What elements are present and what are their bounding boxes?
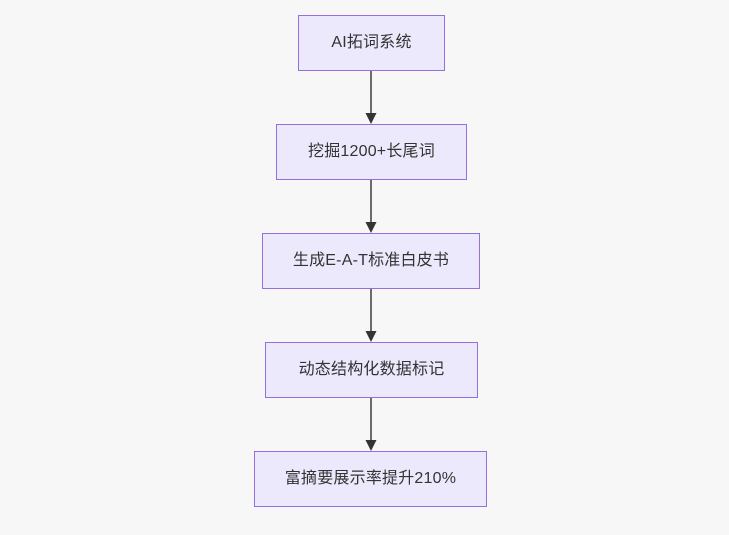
node-label: 动态结构化数据标记 [298,361,445,379]
edge-n1-n2 [365,71,377,124]
arrowhead-icon [365,113,377,124]
node-label: 生成E-A-T标准白皮书 [292,252,450,270]
arrowhead-icon [365,222,377,233]
edge-n2-n3 [365,180,377,233]
flowchart-node-longtail-keywords[interactable]: 挖掘1200+长尾词 [276,124,467,180]
node-label: AI拓词系统 [331,34,412,52]
flowchart-node-structured-data-markup[interactable]: 动态结构化数据标记 [265,342,478,398]
flowchart-node-ai-keyword-system[interactable]: AI拓词系统 [298,15,445,71]
edge-n4-n5 [365,398,377,451]
arrowhead-icon [365,440,377,451]
edge-n3-n4 [365,289,377,342]
flowchart-node-rich-snippet-result[interactable]: 富摘要展示率提升210% [254,451,487,507]
node-label: 富摘要展示率提升210% [284,470,457,488]
node-label: 挖掘1200+长尾词 [308,143,435,161]
flowchart-node-eat-whitepaper[interactable]: 生成E-A-T标准白皮书 [262,233,480,289]
arrowhead-icon [365,331,377,342]
